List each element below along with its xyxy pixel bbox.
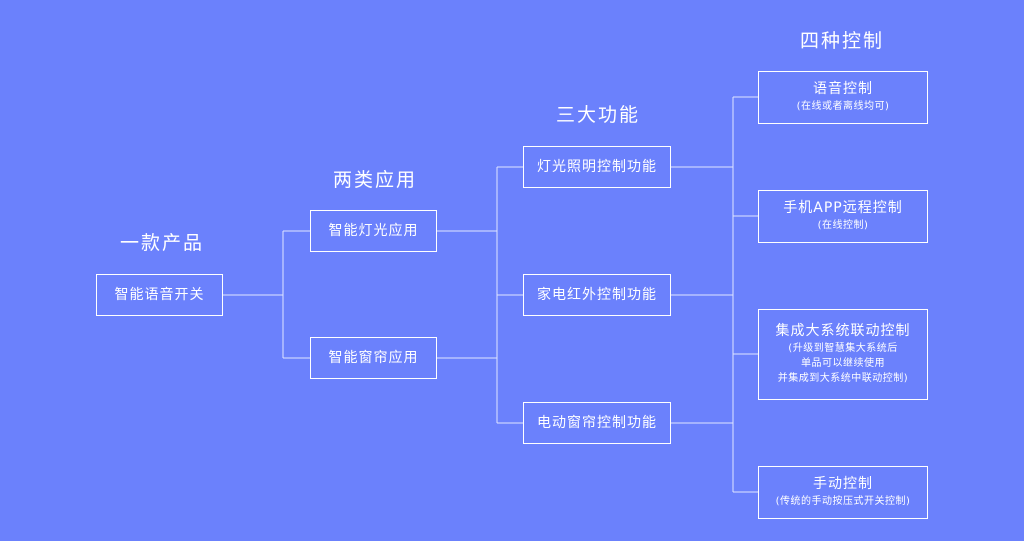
node-label: 智能灯光应用 — [328, 222, 419, 239]
node-label: 集成大系统联动控制 — [775, 322, 911, 339]
node-function-curtain: 电动窗帘控制功能 — [523, 402, 671, 444]
node-application-lighting: 智能灯光应用 — [310, 210, 437, 252]
node-label: 电动窗帘控制功能 — [537, 414, 657, 431]
node-label: 灯光照明控制功能 — [537, 158, 657, 175]
node-note: 单品可以继续使用 — [801, 358, 885, 370]
node-label: 智能语音开关 — [114, 286, 205, 303]
node-label: 手动控制 — [813, 475, 873, 492]
node-label: 手机APP远程控制 — [783, 199, 903, 216]
node-label: 家电红外控制功能 — [537, 286, 657, 303]
node-product: 智能语音开关 — [96, 274, 223, 316]
heading-applications: 两类应用 — [333, 169, 418, 191]
node-control-voice: 语音控制 (在线或者离线均可) — [758, 71, 928, 124]
heading-controls: 四种控制 — [800, 30, 885, 52]
node-note: (在线或者离线均可) — [796, 101, 890, 113]
node-note: (升级到智慧集大系统后 — [788, 343, 898, 355]
node-control-system-integration: 集成大系统联动控制 (升级到智慧集大系统后 单品可以继续使用 并集成到大系统中联… — [758, 309, 928, 400]
heading-functions: 三大功能 — [556, 104, 641, 126]
node-note: (传统的手动按压式开关控制) — [775, 496, 911, 508]
node-label: 智能窗帘应用 — [328, 349, 419, 366]
node-control-manual: 手动控制 (传统的手动按压式开关控制) — [758, 466, 928, 519]
node-label: 语音控制 — [813, 80, 873, 97]
node-function-appliance-ir: 家电红外控制功能 — [523, 274, 671, 316]
heading-product: 一款产品 — [120, 232, 205, 254]
node-application-curtain: 智能窗帘应用 — [310, 337, 437, 379]
node-function-lighting: 灯光照明控制功能 — [523, 146, 671, 188]
node-note: (在线控制) — [817, 220, 869, 232]
node-note: 并集成到大系统中联动控制) — [777, 373, 909, 385]
node-control-app-remote: 手机APP远程控制 (在线控制) — [758, 190, 928, 243]
